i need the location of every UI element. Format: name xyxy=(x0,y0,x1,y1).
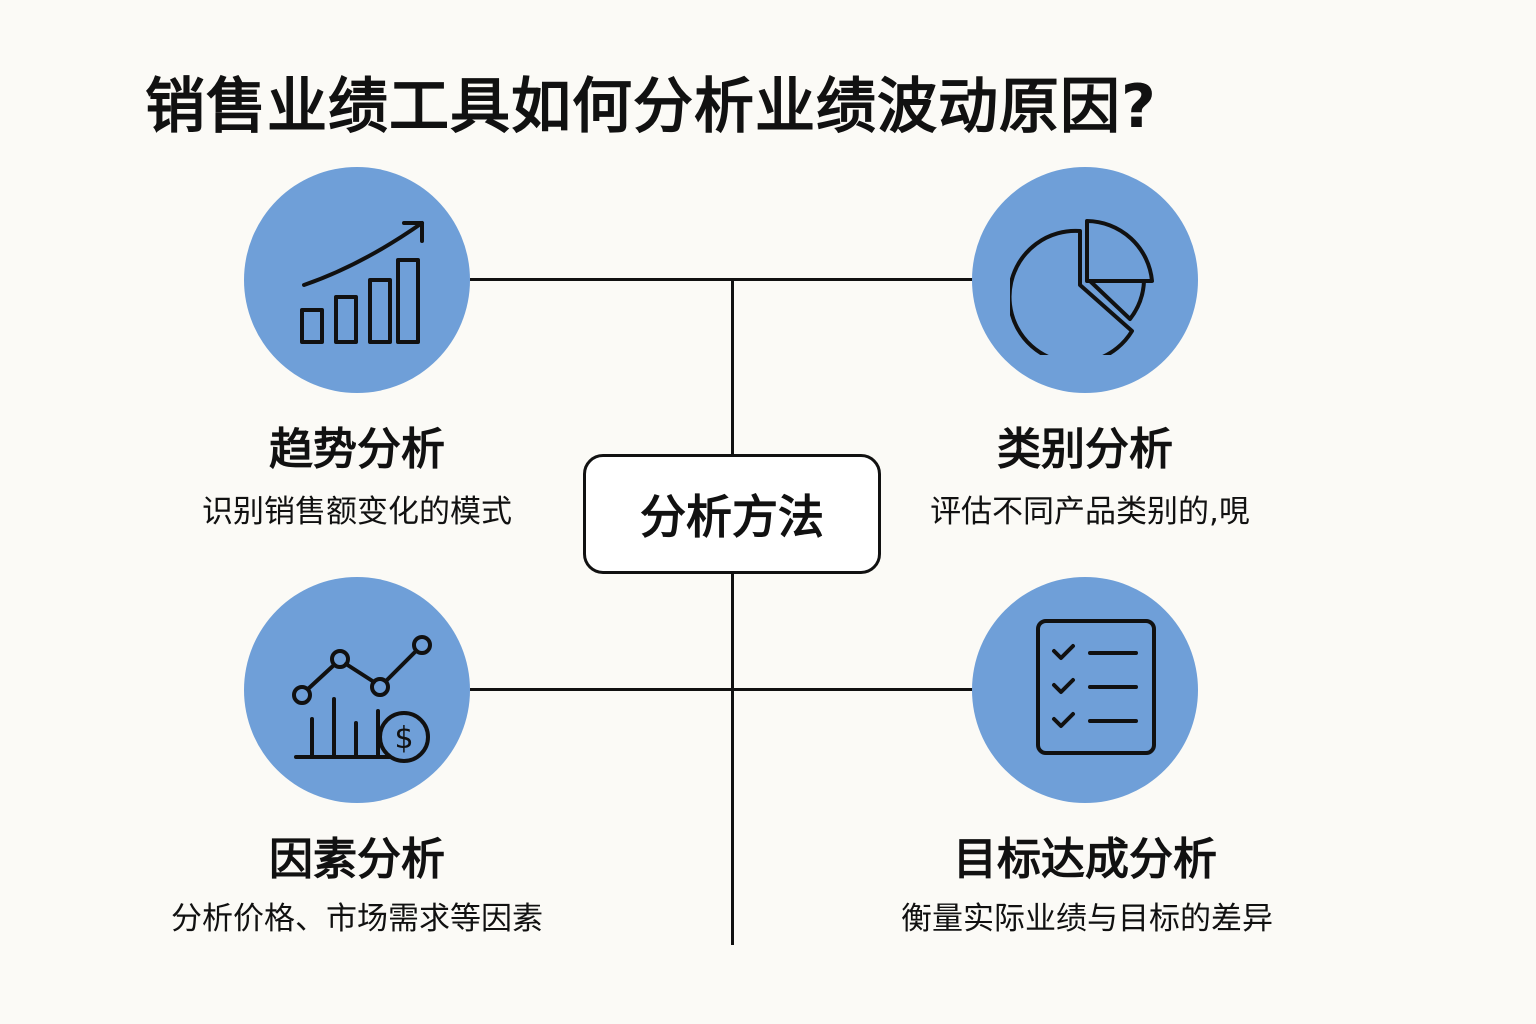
method-desc: 评估不同产品类别的,哯 xyxy=(930,494,1250,530)
method-label: 类别分析 xyxy=(997,424,1173,475)
trend-icon-circle xyxy=(244,167,470,393)
svg-text:$: $ xyxy=(394,721,413,756)
checklist-icon xyxy=(1036,619,1156,755)
method-label: 趋势分析 xyxy=(269,424,445,475)
method-label: 因素分析 xyxy=(269,834,445,885)
method-desc: 识别销售额变化的模式 xyxy=(202,494,512,530)
goal-icon-circle xyxy=(972,577,1198,803)
page-title: 销售业绩工具如何分析业绩波动原因? xyxy=(145,72,1157,142)
method-desc: 分析价格、市场需求等因素 xyxy=(171,901,543,937)
connector-bottom xyxy=(470,688,974,691)
method-label: 目标达成分析 xyxy=(953,834,1217,885)
method-desc: 衡量实际业绩与目标的差异 xyxy=(901,901,1273,937)
factor-chart-dollar-icon: $ xyxy=(292,635,432,763)
connector-vertical xyxy=(731,278,734,945)
connector-top xyxy=(470,278,974,281)
pie-chart-icon xyxy=(1010,219,1154,355)
trend-bar-chart-icon xyxy=(300,221,424,344)
factor-icon-circle: $ xyxy=(244,577,470,803)
center-node: 分析方法 xyxy=(583,454,881,574)
category-icon-circle xyxy=(972,167,1198,393)
